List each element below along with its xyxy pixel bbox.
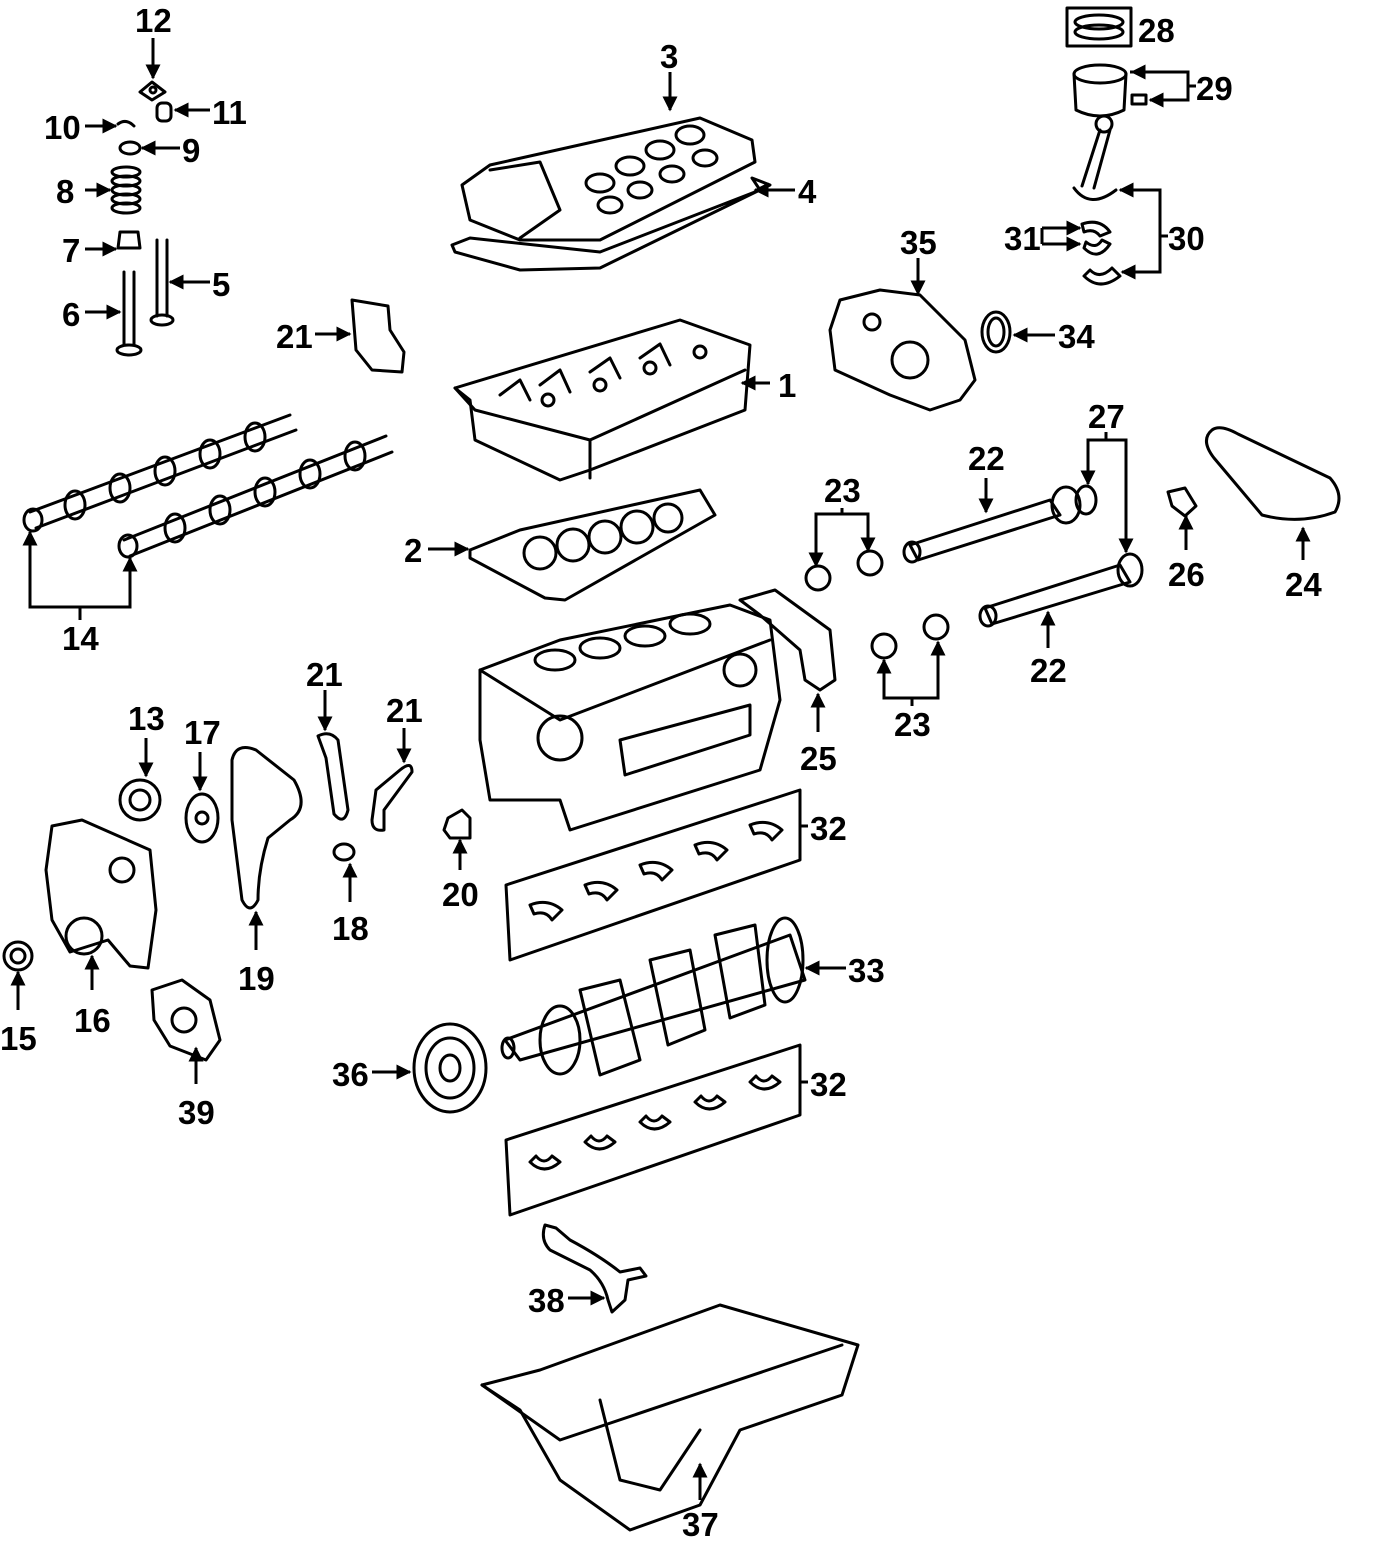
spring-seat [116,230,142,250]
chain-tensioner [442,808,472,840]
callout-23: 23 [894,706,931,743]
callout-36: 36 [332,1056,369,1093]
callout-26: 26 [1168,556,1205,593]
callout-35: 35 [900,224,937,261]
callout-24: 24 [1285,566,1322,603]
oil-pump [150,978,222,1062]
callout-21: 21 [306,656,343,693]
callout-3: 3 [660,38,678,75]
callout-15: 15 [0,1020,37,1057]
connecting-rod [1072,114,1118,201]
callout-17: 17 [184,714,221,751]
callout-34: 34 [1058,318,1095,355]
callout-28: 28 [1138,12,1175,49]
callout-16: 16 [74,1002,111,1039]
callout-19: 19 [238,960,275,997]
callout-13: 13 [128,700,165,737]
callout-12: 12 [135,2,172,39]
camshaft-exhaust [117,434,394,559]
rod-cap [1082,266,1122,286]
callout-39: 39 [178,1094,215,1131]
water-pump [118,778,162,822]
balance-shaft-bearing [804,564,832,592]
valve-cover-gasket [450,176,772,272]
callout-22: 22 [968,440,1005,477]
callout-9: 9 [182,132,200,169]
valve-spring [110,165,142,215]
callout-32: 32 [810,1066,847,1103]
balance-shaft-bearing [856,549,884,577]
sprocket [184,792,220,844]
keeper [116,119,136,128]
callout-38: 38 [528,1282,565,1319]
oil-pan [480,1303,860,1532]
balance-shaft-chain [1205,426,1341,521]
callout-2: 2 [404,532,422,569]
callout-32: 32 [810,810,847,847]
balance-shaft-bearing [922,613,950,641]
oil-pickup-tube [541,1223,648,1314]
timing-chain-guide-upper [350,298,406,374]
leader-lines [10,38,1311,1500]
chain-guide [316,732,350,821]
head-gasket [468,488,717,602]
callout-23: 23 [824,472,861,509]
callout-4: 4 [798,173,817,210]
callout-25: 25 [800,740,837,777]
callout-33: 33 [848,952,885,989]
timing-cover [828,288,977,412]
callout-37: 37 [682,1506,719,1542]
callout-20: 20 [442,876,479,913]
engine-block [478,603,782,832]
rear-plate [738,588,837,692]
callout-labels: 1 2 3 4 5 6 7 8 9 10 11 12 13 14 15 16 1… [0,2,1322,1542]
rod-bearing-lower [1082,238,1112,256]
valve-retainer-hole [148,85,158,95]
crankshaft [500,916,807,1077]
callout-1: 1 [778,367,796,404]
callout-22: 22 [1030,652,1067,689]
front-seal [2,940,34,972]
callout-29: 29 [1196,70,1233,107]
rear-main-seal [980,310,1012,354]
callout-8: 8 [56,173,74,210]
balance-shaft-bearing [870,632,898,660]
valve-seal [118,140,142,156]
callout-14: 14 [62,620,99,657]
front-cover [44,818,158,970]
valve-retainer [138,80,167,102]
chain-tensioner-arm [370,764,414,832]
piston-rings [1065,6,1133,48]
callout-5: 5 [212,266,230,303]
callout-7: 7 [62,232,80,269]
callout-21: 21 [276,318,313,355]
callout-30: 30 [1168,220,1205,257]
balance-shaft-upper [902,484,1098,564]
main-bearings-upper [504,788,802,962]
exhaust-valve [115,270,143,357]
callout-31: 31 [1004,220,1041,257]
intake-valve [149,238,175,327]
camshaft-intake [22,413,298,533]
timing-chain [230,746,303,910]
cylinder-head [453,318,752,482]
tensioner-bolt [332,842,356,862]
chain-tensioner-small [1166,486,1198,518]
main-bearings-lower [504,1043,802,1217]
callout-18: 18 [332,910,369,947]
callout-11: 11 [212,94,247,131]
balance-shaft-lower [978,552,1144,628]
crankshaft-pulley [412,1022,488,1114]
callout-10: 10 [44,109,81,146]
rod-bearing-upper [1080,220,1112,238]
lash-adjuster [155,101,173,123]
callout-27: 27 [1088,398,1125,435]
callout-6: 6 [62,296,80,333]
callout-21: 21 [386,692,423,729]
valve-cover [460,116,757,242]
